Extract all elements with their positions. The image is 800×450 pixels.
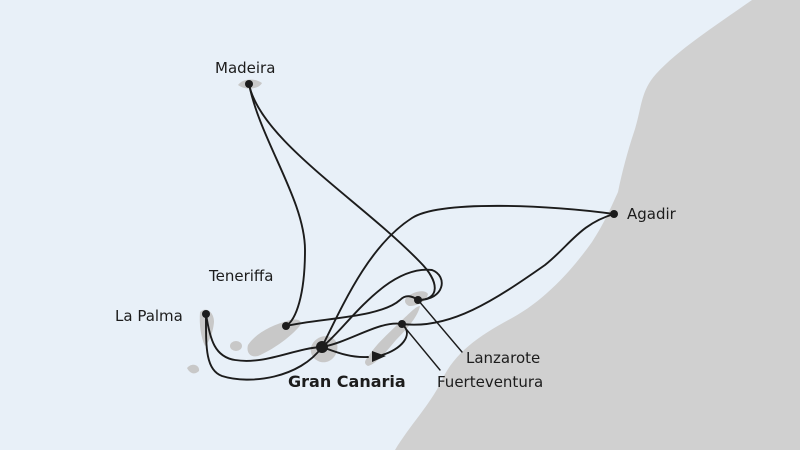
- route-gran-canaria-la-palma-outer: [205, 313, 323, 381]
- port-marker-fuerteventura: [398, 320, 406, 328]
- route-gran-canaria-lanzarote: [321, 269, 443, 348]
- port-marker-lanzarote: [414, 296, 422, 304]
- direction-arrow: [372, 351, 386, 362]
- island-el-hierro: [187, 364, 200, 374]
- route-teneriffa-lanzarote: [285, 295, 419, 327]
- port-marker-teneriffa: [282, 322, 290, 330]
- route-gran-canaria-agadir: [321, 204, 615, 348]
- label-fuerteventura: Fuerteventura: [437, 373, 544, 391]
- label-la-palma: La Palma: [115, 307, 183, 325]
- port-marker-la-palma: [202, 310, 210, 318]
- label-lanzarote: Lanzarote: [466, 349, 541, 367]
- island-la-gomera: [230, 341, 242, 351]
- label-madeira: Madeira: [215, 59, 276, 77]
- port-marker-gran-canaria: [316, 341, 328, 353]
- port-marker-agadir: [610, 210, 618, 218]
- route-gran-canaria-la-palma-inner: [205, 313, 323, 362]
- port-marker-madeira: [245, 80, 253, 88]
- label-gran-canaria: Gran Canaria: [288, 372, 406, 391]
- route-madeira-lanzarote: [248, 83, 436, 301]
- route-gran-canaria-fuerteventura: [321, 322, 403, 348]
- leader-lanzarote: [417, 299, 463, 353]
- label-teneriffa: Teneriffa: [209, 267, 274, 285]
- africa-coastline: [395, 0, 800, 450]
- cruise-routes: [205, 83, 615, 381]
- label-agadir: Agadir: [627, 205, 676, 223]
- island-fuerteventura: [365, 306, 420, 366]
- route-madeira-teneriffa: [248, 83, 306, 327]
- leader-fuerteventura: [401, 323, 441, 371]
- port-markers: [202, 80, 618, 353]
- route-agadir-fuerteventura: [401, 213, 615, 326]
